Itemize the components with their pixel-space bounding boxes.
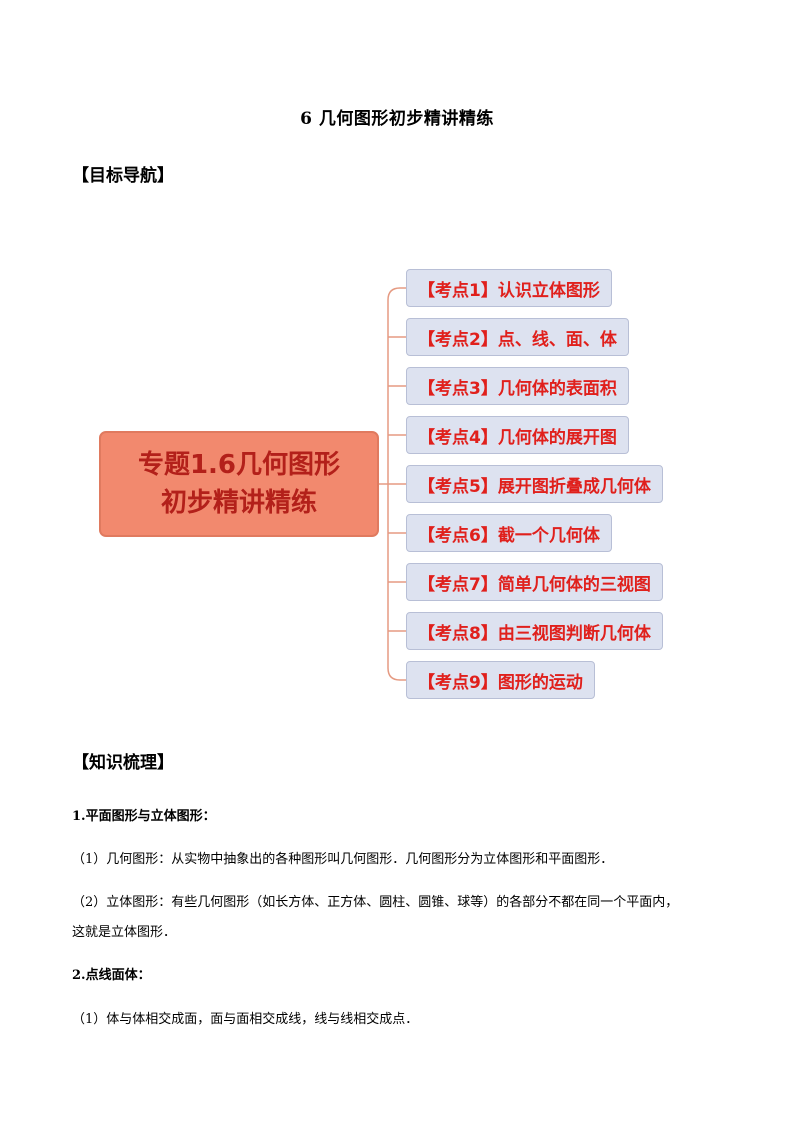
knowledge-item1-paragraph1: （1）几何图形：从实物中抽象出的各种图形叫几何图形．几何图形分为立体图形和平面图… [72,852,614,867]
mind-map: 专题1.6几何图形 初步精讲精练 【考点1】认识立体图形 【考点2】点、线、面、… [99,269,663,699]
knowledge-item1-paragraph2-line1: （2）立体图形：有些几何图形（如长方体、正方体、圆柱、圆锥、球等）的各部分不都在… [72,895,679,910]
branch-topic-1: 【考点1】认识立体图形 [406,269,612,307]
branch-topic-9: 【考点9】图形的运动 [406,661,595,699]
connector-spine [387,287,401,681]
branch-topic-4: 【考点4】几何体的展开图 [406,416,629,454]
section-heading-goals: 【目标导航】 [72,166,174,186]
knowledge-item2-paragraph1: （1）体与体相交成面，面与面相交成线，线与线相交成点． [72,1012,419,1027]
section-heading-knowledge: 【知识梳理】 [72,753,174,773]
knowledge-item1-paragraph2-line2: 这就是立体图形． [72,925,177,940]
central-topic: 专题1.6几何图形 初步精讲精练 [99,431,379,537]
central-topic-line2: 初步精讲精练 [160,488,317,518]
branch-topic-3: 【考点3】几何体的表面积 [406,367,629,405]
doc-title: 6 几何图形初步精讲精练 [300,109,494,129]
knowledge-item2-heading: 2.点线面体： [72,968,151,983]
knowledge-item1-heading: 1.平面图形与立体图形： [72,809,216,824]
branch-topic-6: 【考点6】截一个几何体 [406,514,612,552]
branch-topic-8: 【考点8】由三视图判断几何体 [406,612,663,650]
branch-topic-2: 【考点2】点、线、面、体 [406,318,629,356]
branch-topic-5: 【考点5】展开图折叠成几何体 [406,465,663,503]
mind-map-connectors [379,287,406,681]
central-topic-line1: 专题1.6几何图形 [137,450,341,480]
branch-topic-7: 【考点7】简单几何体的三视图 [406,563,663,601]
